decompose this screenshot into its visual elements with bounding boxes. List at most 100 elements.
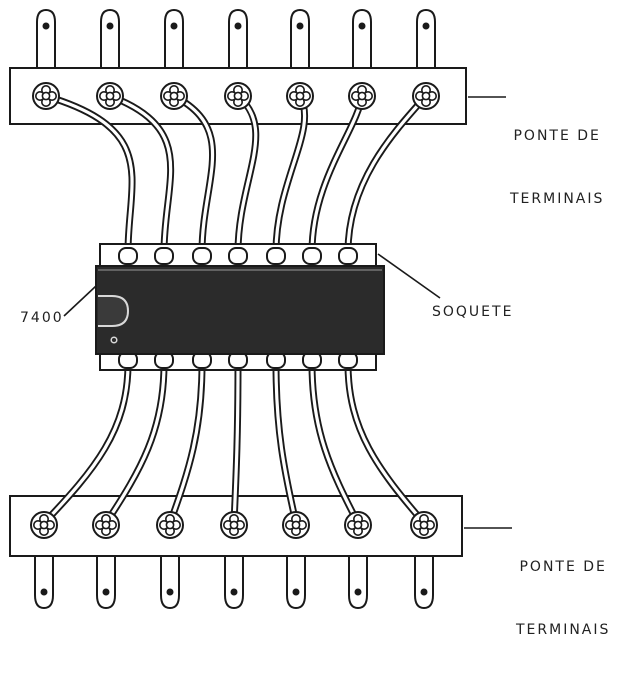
bottom-terminal-lug — [160, 555, 180, 610]
screw-center — [419, 520, 429, 530]
wire-inner — [274, 362, 298, 525]
wire — [40, 360, 132, 527]
lug-hole — [170, 22, 178, 30]
lug-outline — [286, 555, 306, 610]
wire — [166, 360, 206, 527]
bottom-terminal-lug — [34, 555, 54, 610]
lug-hole — [230, 588, 238, 596]
lug-outline — [100, 8, 120, 70]
top-terminal-screw — [32, 82, 60, 110]
bottom-terminal-screw — [282, 511, 310, 539]
wire — [308, 360, 362, 527]
socket-contact-top — [154, 247, 174, 265]
diagram-canvas: PONTE DE TERMINAIS SOQUETE 7400 PONTE DE… — [9, 8, 608, 638]
wire — [42, 92, 136, 256]
socket-contact-top — [338, 247, 358, 265]
wire-inner — [168, 362, 204, 525]
bottom-terminal-lug — [348, 555, 368, 610]
lug-outline — [352, 8, 372, 70]
top-terminal-screw — [348, 82, 376, 110]
bottom-terminal-screw — [30, 511, 58, 539]
lug-hole — [296, 22, 304, 30]
screw-center — [353, 520, 363, 530]
wire — [344, 92, 430, 256]
screw-center — [229, 520, 239, 530]
lug-outline — [228, 8, 248, 70]
bottom-bridge-label-line2: TERMINAIS — [516, 622, 611, 638]
chip-label: 7400 — [20, 310, 64, 326]
ic-notch — [98, 295, 130, 327]
wire-inner — [346, 94, 428, 254]
top-bridge-label: PONTE DE TERMINAIS — [510, 84, 604, 252]
bottom-terminal-lug — [414, 555, 434, 610]
screw-center — [421, 91, 431, 101]
wire-inner — [44, 94, 134, 254]
lug-hole — [354, 588, 362, 596]
socket-contact-top — [192, 247, 212, 265]
wire-inner — [236, 94, 258, 254]
socket-contact-top — [266, 247, 286, 265]
screw-center — [165, 520, 175, 530]
screw-center — [233, 91, 243, 101]
bottom-terminal-screw — [92, 511, 120, 539]
lug-hole — [40, 588, 48, 596]
lug-outline — [164, 8, 184, 70]
socket-label: SOQUETE — [432, 304, 514, 320]
wire-inner — [172, 94, 215, 254]
screw-center — [169, 91, 179, 101]
lug-hole — [42, 22, 50, 30]
lug-outline — [290, 8, 310, 70]
top-bridge-label-line2: TERMINAIS — [510, 191, 605, 207]
lug-hole — [166, 588, 174, 596]
wire — [272, 360, 300, 527]
lug-outline — [224, 555, 244, 610]
wire-inner — [310, 362, 360, 525]
lug-hole — [292, 588, 300, 596]
bottom-terminal-lug — [286, 555, 306, 610]
bottom-terminal-screw — [344, 511, 372, 539]
bottom-terminal-lug — [96, 555, 116, 610]
wire — [234, 92, 260, 256]
screw-center — [39, 520, 49, 530]
wiring-diagram — [9, 8, 512, 610]
socket-contact-top — [118, 247, 138, 265]
bottom-terminal-screw — [220, 511, 248, 539]
wire — [102, 360, 168, 527]
socket-leader — [377, 253, 441, 299]
wire-inner — [346, 362, 426, 525]
socket-contact-top — [302, 247, 322, 265]
ic-chip-body — [95, 265, 385, 355]
top-terminal-screw — [286, 82, 314, 110]
top-terminal-screw — [224, 82, 252, 110]
top-terminal-screw — [160, 82, 188, 110]
wire-inner — [108, 94, 173, 254]
lug-hole — [420, 588, 428, 596]
socket-contact-top — [228, 247, 248, 265]
top-terminal-lug — [228, 8, 248, 70]
ic-pin1-dot — [110, 336, 118, 344]
screw-center — [291, 520, 301, 530]
wire-inner — [42, 362, 130, 525]
wire — [106, 92, 175, 256]
wire — [344, 360, 428, 527]
bottom-bridge-label-line1: PONTE DE — [519, 559, 607, 575]
top-terminal-screw — [412, 82, 440, 110]
chip-leader — [63, 285, 97, 317]
lug-outline — [36, 8, 56, 70]
top-terminal-lug — [416, 8, 436, 70]
lug-outline — [348, 555, 368, 610]
top-terminal-lug — [164, 8, 184, 70]
screw-center — [295, 91, 305, 101]
top-terminal-screw — [96, 82, 124, 110]
lug-hole — [106, 22, 114, 30]
wire-inner — [232, 362, 240, 525]
top-terminal-lug — [36, 8, 56, 70]
screw-center — [105, 91, 115, 101]
lug-hole — [234, 22, 242, 30]
lug-outline — [96, 555, 116, 610]
lug-hole — [422, 22, 430, 30]
bottom-terminal-screw — [156, 511, 184, 539]
top-terminal-lug — [352, 8, 372, 70]
bottom-terminal-screw — [410, 511, 438, 539]
bottom-terminal-lug — [224, 555, 244, 610]
